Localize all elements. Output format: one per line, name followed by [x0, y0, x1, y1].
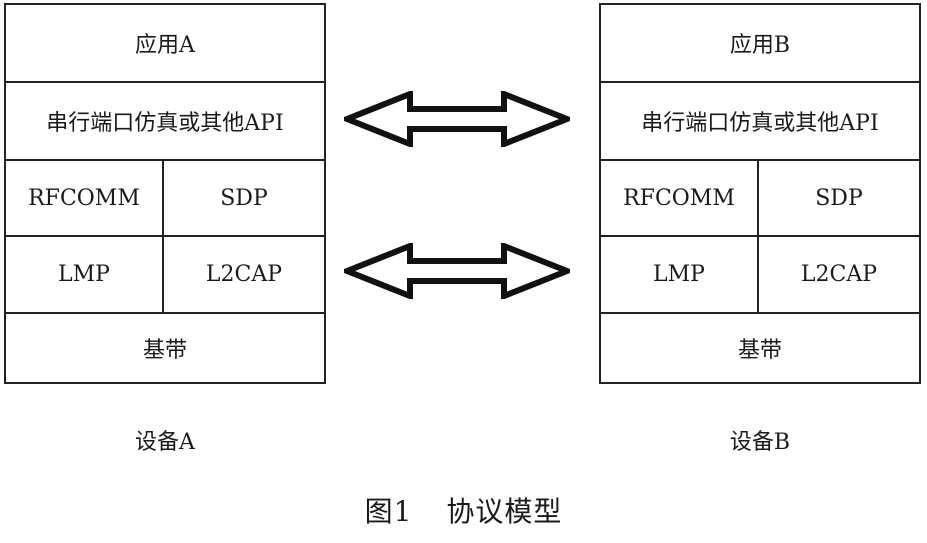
- baseband-layer: 基带: [601, 314, 919, 382]
- figure-title: 协议模型: [446, 495, 563, 528]
- rfcomm-sdp-layer: RFCOMM SDP: [6, 161, 324, 237]
- application-layer: 应用A: [6, 5, 324, 83]
- application-label: 应用A: [135, 33, 195, 58]
- baseband-label: 基带: [737, 338, 782, 363]
- device-b-label: 设备B: [729, 430, 791, 455]
- device-a-label: 设备A: [135, 430, 195, 455]
- lmp-label: LMP: [601, 237, 759, 312]
- protocol-stack-device-b: 应用B 串行端口仿真或其他API RFCOMM SDP LMP L2CAP 基带: [599, 3, 921, 384]
- application-label: 应用B: [729, 33, 791, 58]
- figure-caption: 图1 协议模型: [0, 490, 927, 530]
- protocol-stack-device-a: 应用A 串行端口仿真或其他API RFCOMM SDP LMP L2CAP 基带: [4, 3, 326, 384]
- lmp-l2cap-layer: LMP L2CAP: [6, 237, 324, 314]
- baseband-layer: 基带: [6, 314, 324, 382]
- application-layer: 应用B: [601, 5, 919, 83]
- lmp-label: LMP: [6, 237, 164, 312]
- api-layer: 串行端口仿真或其他API: [6, 83, 324, 161]
- api-layer: 串行端口仿真或其他API: [601, 83, 919, 161]
- rfcomm-label: RFCOMM: [6, 161, 164, 235]
- sdp-label: SDP: [220, 185, 268, 211]
- l2cap-label: L2CAP: [800, 262, 878, 287]
- lmp-l2cap-layer: LMP L2CAP: [601, 237, 919, 314]
- sdp-label: SDP: [815, 185, 863, 211]
- baseband-label: 基带: [142, 338, 187, 363]
- figure-number: 图1: [364, 495, 413, 528]
- rfcomm-label: RFCOMM: [601, 161, 759, 235]
- rfcomm-sdp-layer: RFCOMM SDP: [601, 161, 919, 237]
- double-arrow-icon: [344, 91, 570, 147]
- api-label: 串行端口仿真或其他API: [641, 111, 879, 136]
- double-arrow-icon: [344, 243, 570, 299]
- l2cap-label: L2CAP: [205, 262, 283, 287]
- api-label: 串行端口仿真或其他API: [46, 111, 284, 136]
